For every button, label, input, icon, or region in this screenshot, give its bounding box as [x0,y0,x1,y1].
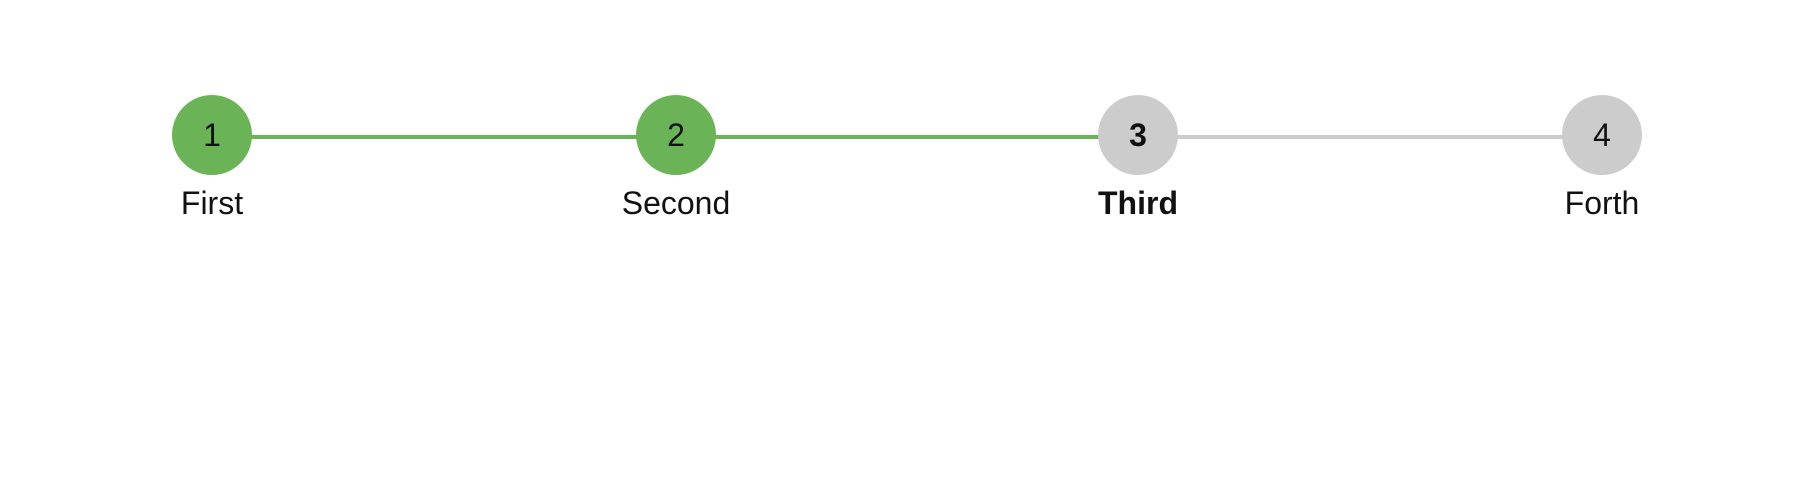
step-first[interactable]: 1 First [102,95,322,222]
step-number-circle: 4 [1562,95,1642,175]
step-number-circle: 1 [172,95,252,175]
step-connector-2-3 [676,135,1100,139]
step-third[interactable]: 3 Third [1028,95,1248,222]
step-connector-1-2 [212,135,638,139]
step-connector-3-4 [1138,135,1564,139]
step-second[interactable]: 2 Second [566,95,786,222]
step-label: First [180,185,244,221]
step-forth[interactable]: 4 Forth [1492,95,1712,222]
step-number-circle: 3 [1098,95,1178,175]
step-label: Second [621,185,731,221]
step-label: Forth [1564,185,1640,221]
step-label: Third [1098,185,1178,221]
step-number-circle: 2 [636,95,716,175]
